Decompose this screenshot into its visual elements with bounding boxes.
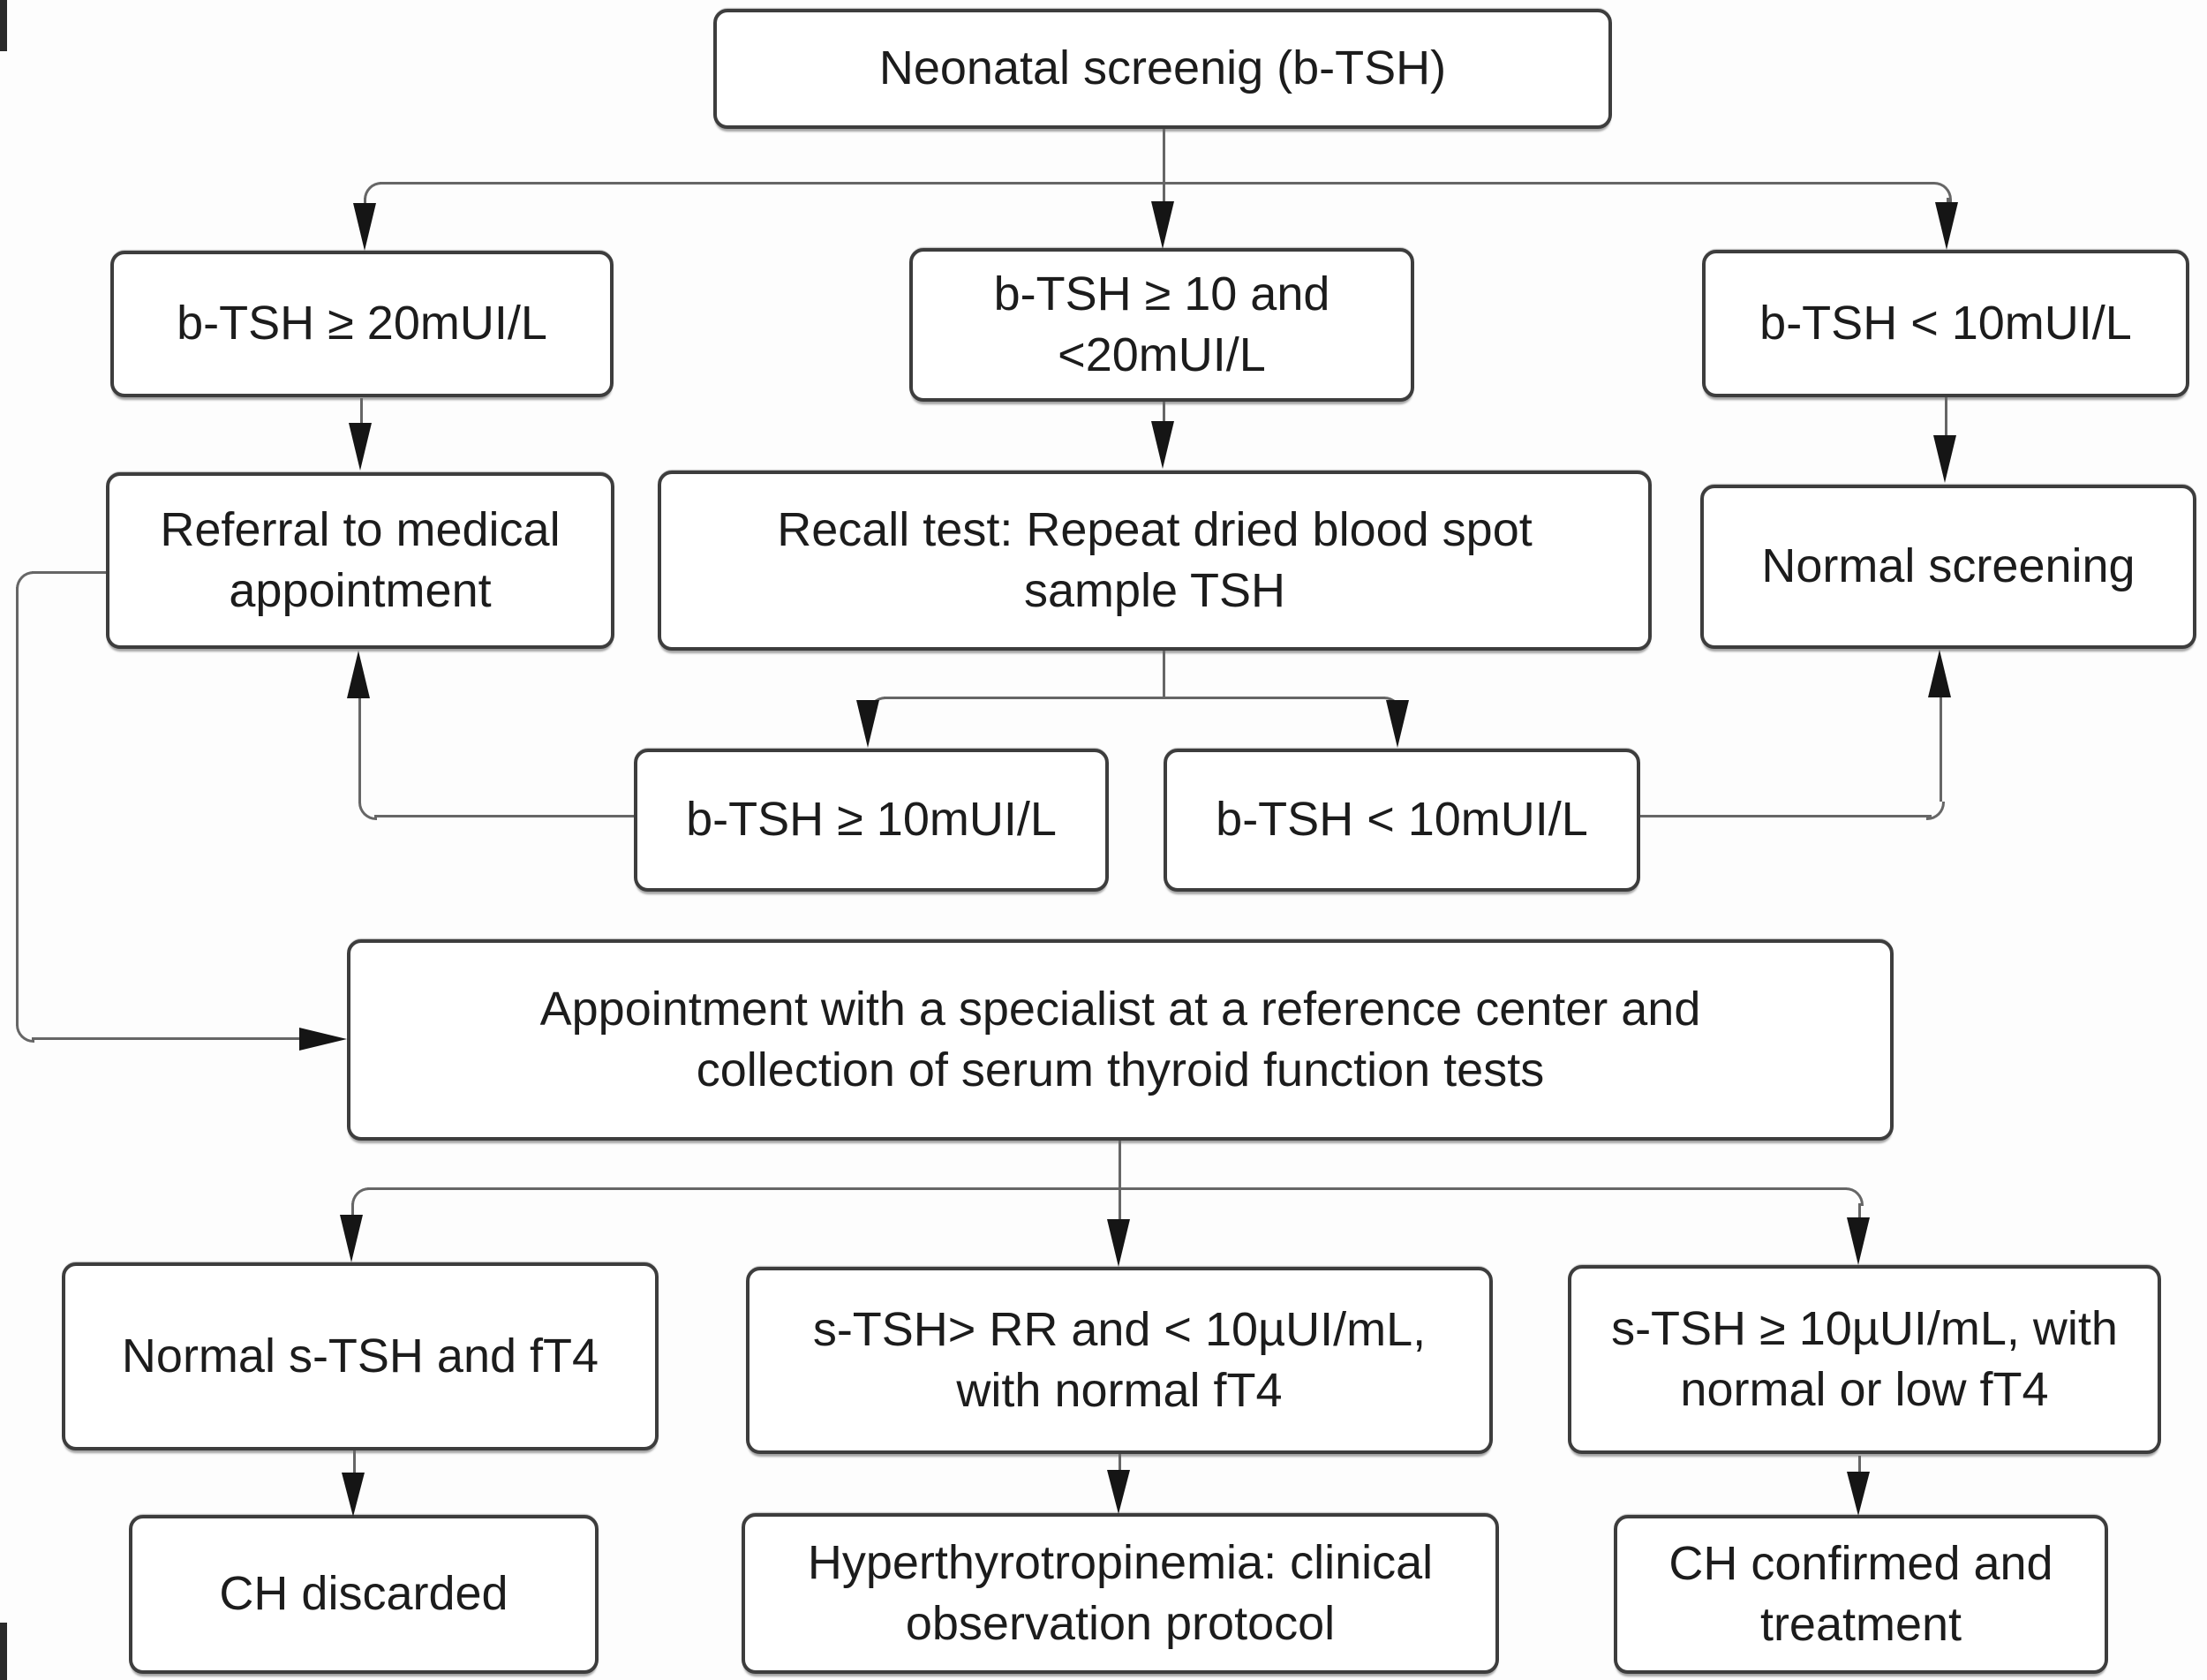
node-normal-stsh-ft4: Normal s-TSH and fT4 — [62, 1262, 659, 1450]
arrow-to-normal-stsh — [340, 1215, 363, 1262]
node-btsh-lt-10: b-TSH < 10mUI/L — [1702, 250, 2189, 397]
arrow-to-hyperthyrotropinemia — [1107, 1470, 1130, 1514]
node-ch-discarded: CH discarded — [129, 1515, 599, 1674]
arrow-to-stsh-rr — [1107, 1219, 1130, 1267]
edge-loop-vline — [16, 587, 19, 1026]
edge-top-fork-line — [380, 182, 1933, 185]
edge-drop-middle-line — [1163, 184, 1165, 205]
edge-recall-stem-line — [1163, 651, 1165, 698]
arrow-up-to-referral — [347, 651, 370, 698]
edge-specialist-stem-line — [1119, 1141, 1121, 1189]
edge-recall-fork-line — [884, 697, 1385, 699]
edge-ge10-feedback-corner — [358, 802, 377, 820]
edge-1020-recall-line — [1163, 402, 1165, 423]
arrow-to-stsh-ge10 — [1847, 1217, 1870, 1265]
edge-loop-top-corner — [16, 571, 34, 590]
arrow-to-ch-discarded — [342, 1473, 365, 1517]
edge-bottom-fork-line — [367, 1187, 1847, 1190]
node-normal-screening: Normal screening — [1700, 485, 2196, 649]
arrow-to-recall-ge-10 — [856, 700, 879, 748]
arrow-to-referral — [349, 423, 372, 471]
arrow-to-btsh-ge-20 — [353, 203, 376, 251]
arrow-to-recall — [1151, 421, 1174, 469]
edge-top-fork-left-corner — [364, 182, 384, 202]
arrow-up-to-normal-screening — [1928, 650, 1951, 697]
edge-loop-top-hline — [32, 571, 106, 574]
arrow-to-ch-confirmed — [1847, 1472, 1870, 1516]
node-btsh-10-to-20: b-TSH ≥ 10 and <20mUI/L — [909, 248, 1414, 402]
node-stsh-gt-rr: s-TSH> RR and < 10µUI/mL, with normal fT… — [746, 1267, 1493, 1454]
scan-artifact-bottom-left — [0, 1623, 7, 1680]
edge-ge10-feedback-hline — [374, 815, 634, 817]
arrow-to-btsh-10-20 — [1151, 201, 1174, 249]
node-neonatal-screening: Neonatal screenig (b-TSH) — [713, 9, 1612, 129]
edge-to-ch-confirmed-line — [1858, 1456, 1861, 1475]
arrow-to-recall-lt-10 — [1386, 700, 1409, 748]
node-ch-confirmed: CH confirmed and treatment — [1614, 1515, 2108, 1674]
edge-lt10-feedback-vline — [1940, 697, 1942, 802]
arrow-to-specialist — [299, 1028, 347, 1051]
node-recall-btsh-ge-10: b-TSH ≥ 10mUI/L — [634, 749, 1109, 892]
node-recall-btsh-lt-10: b-TSH < 10mUI/L — [1164, 749, 1640, 892]
edge-drop-stsh-ge10-line — [1858, 1203, 1861, 1217]
edge-loop-bottom-hline — [32, 1037, 300, 1040]
node-referral-medical: Referral to medical appointment — [106, 472, 614, 649]
edge-to-ch-discarded-line — [353, 1450, 356, 1475]
edge-ge20-referral-line — [360, 398, 363, 423]
arrow-to-normal-screening — [1933, 435, 1956, 483]
edge-drop-stsh-rr-line — [1119, 1189, 1121, 1221]
node-stsh-ge-10: s-TSH ≥ 10µUI/mL, with normal or low fT4 — [1568, 1265, 2161, 1454]
edge-lt10-normal-line — [1945, 397, 1947, 436]
edge-drop-normal-stsh-line — [351, 1203, 354, 1216]
edge-top-fork-right-corner — [1932, 182, 1952, 202]
node-hyperthyrotropinemia: Hyperthyrotropinemia: clinical observati… — [742, 1513, 1499, 1674]
scan-artifact-top-left — [0, 0, 7, 51]
edge-ge10-feedback-vline — [358, 697, 361, 803]
edge-screening-stem-line — [1163, 129, 1165, 184]
edge-bottom-fork-left-corner — [351, 1187, 370, 1206]
edge-lt10-feedback-corner — [1926, 802, 1945, 820]
node-specialist-appointment: Appointment with a specialist at a refer… — [347, 939, 1894, 1141]
node-btsh-ge-20: b-TSH ≥ 20mUI/L — [110, 251, 614, 397]
edge-to-hyper-line — [1119, 1454, 1121, 1473]
edge-lt10-feedback-hline — [1640, 815, 1932, 817]
node-recall-test: Recall test: Repeat dried blood spot sam… — [658, 471, 1652, 651]
arrow-to-btsh-lt-10 — [1935, 202, 1958, 250]
